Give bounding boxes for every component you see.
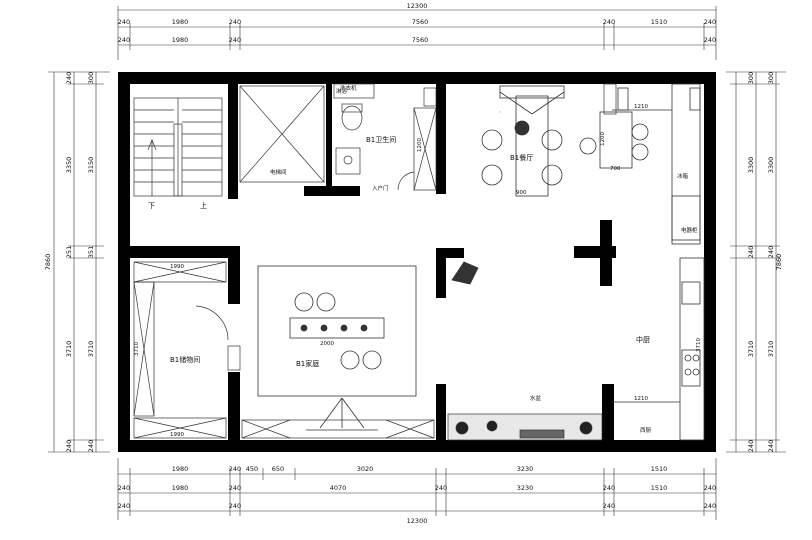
dim-left-mid-4: 240 bbox=[87, 440, 95, 452]
stairs-up-label: 上 bbox=[200, 201, 207, 210]
dim-top2-6: 240 bbox=[704, 18, 716, 26]
dim-bot2-2: 240 bbox=[229, 484, 241, 492]
dim-left-in-4: 240 bbox=[65, 440, 73, 452]
dim-bot3-0: 240 bbox=[118, 502, 130, 510]
dim-left-mid-3: 3710 bbox=[87, 341, 95, 358]
dim-top2-4: 240 bbox=[603, 18, 615, 26]
kitchen-width-label: 700 bbox=[610, 166, 621, 172]
dim-bot2-8: 240 bbox=[704, 484, 716, 492]
washbasin-label: 洗衣机 bbox=[340, 84, 357, 92]
dim-bot2-7: 1510 bbox=[651, 484, 668, 492]
dim-left-in-1: 3350 bbox=[65, 157, 73, 174]
dim-bot1-6: 1510 bbox=[651, 465, 668, 473]
dim-right-mid-2: 240 bbox=[767, 246, 775, 258]
equipment-room-label: 电梯间 bbox=[270, 168, 287, 176]
dim-bot2-1: 1980 bbox=[172, 484, 189, 492]
dim-left-mid-0: 300 bbox=[87, 72, 95, 84]
entry-label: 入户门 bbox=[372, 184, 389, 192]
vertical-dimension-labels: 7860 240 3350 251 3710 240 300 3150 351 … bbox=[44, 72, 783, 452]
fridge-label: 冰箱 bbox=[677, 172, 689, 180]
family-room bbox=[257, 261, 479, 431]
dim-left-in-2: 251 bbox=[65, 246, 73, 258]
dim-bot1-5: 3230 bbox=[517, 465, 534, 473]
dim-bot2-6: 240 bbox=[603, 484, 615, 492]
dim-right-mid-0: 300 bbox=[767, 72, 775, 84]
storage-width2-label: 1990 bbox=[170, 432, 184, 438]
dim-right-in-1: 3300 bbox=[747, 157, 755, 174]
storage-height-label: 3710 bbox=[134, 342, 140, 356]
dim-top3-0: 240 bbox=[118, 36, 130, 44]
dim-bot2-5: 3230 bbox=[517, 484, 534, 492]
sink-label: 水盆 bbox=[530, 394, 542, 402]
interior-walls bbox=[130, 84, 616, 440]
dim-top3-2: 240 bbox=[229, 36, 241, 44]
dim-top3-3: 7560 bbox=[412, 36, 429, 44]
dim-bot1-4: 3020 bbox=[357, 465, 374, 473]
kitchen-fixtures bbox=[612, 109, 705, 441]
family-room-label: B1家庭 bbox=[296, 359, 319, 368]
kitchen-height-label: 3710 bbox=[696, 338, 702, 352]
dim-bot1-1: 240 bbox=[229, 465, 241, 473]
dim-right-mid-1: 3300 bbox=[767, 157, 775, 174]
outer-walls bbox=[118, 72, 716, 452]
dim-left-total: 7860 bbox=[44, 254, 52, 271]
dim-bot-total: 12300 bbox=[407, 517, 428, 525]
dim-top2-5: 1510 bbox=[651, 18, 668, 26]
dim-top3-4: 240 bbox=[704, 36, 716, 44]
dining-area bbox=[481, 83, 701, 245]
dim-right-in-4: 240 bbox=[747, 440, 755, 452]
dimension-lines bbox=[48, 6, 786, 520]
dim-bot1-3: 650 bbox=[272, 465, 284, 473]
dim-bot2-4: 240 bbox=[435, 484, 447, 492]
dining-width-label: 900 bbox=[516, 190, 527, 196]
dim-right-total: 7860 bbox=[775, 254, 783, 271]
dim-right-mid-3: 3710 bbox=[767, 341, 775, 358]
dim-bot3-2: 240 bbox=[603, 502, 615, 510]
dim-bot2-3: 4070 bbox=[330, 484, 347, 492]
bench-label: 1210 bbox=[634, 104, 648, 110]
dim-bot1-0: 1980 bbox=[172, 465, 189, 473]
bath-height-label: 1200 bbox=[417, 138, 423, 152]
dim-left-in-0: 240 bbox=[65, 72, 73, 84]
equipment-room bbox=[239, 85, 325, 183]
dim-left-in-3: 3710 bbox=[65, 341, 73, 358]
table-length-label: 2000 bbox=[320, 341, 334, 347]
storage-room bbox=[133, 261, 241, 439]
stairs-down-label: 下 bbox=[148, 202, 155, 210]
dim-top3-1: 1980 bbox=[172, 36, 189, 44]
dining-label: B1餐厅 bbox=[510, 153, 533, 162]
dim-left-mid-2: 351 bbox=[87, 246, 95, 258]
dim-bot3-3: 240 bbox=[704, 502, 716, 510]
dim-bot1-2: 450 bbox=[246, 465, 258, 473]
bathroom-label: B1卫生间 bbox=[366, 135, 396, 144]
dim-left-mid-1: 3150 bbox=[87, 157, 95, 174]
dim-right-in-2: 240 bbox=[747, 246, 755, 258]
bathroom-fixtures bbox=[333, 83, 437, 191]
storage-width-label: 1990 bbox=[170, 264, 184, 270]
counter-label: 1200 bbox=[600, 132, 606, 146]
bottom-cabinet bbox=[241, 83, 617, 439]
dim-top2-0: 240 bbox=[118, 18, 130, 26]
dim-right-mid-4: 240 bbox=[767, 440, 775, 452]
dim-top-total: 12300 bbox=[407, 2, 428, 10]
dim-top2-3: 7560 bbox=[412, 18, 429, 26]
dim-top2-1: 1980 bbox=[172, 18, 189, 26]
bench2-label: 1210 bbox=[634, 396, 648, 402]
kitchen-label: 中厨 bbox=[636, 335, 650, 344]
oven-label: 电器柜 bbox=[681, 226, 698, 234]
dimension-labels: 12300 240 1980 240 7560 240 1510 240 240… bbox=[118, 2, 716, 525]
west-kitchen-label: 西厨 bbox=[640, 427, 652, 434]
dim-bot3-1: 240 bbox=[229, 502, 241, 510]
dim-right-in-3: 3710 bbox=[747, 341, 755, 358]
shower-label: 淋浴 bbox=[336, 87, 348, 95]
storage-room-label: B1储物间 bbox=[170, 355, 200, 364]
dim-right-in-0: 300 bbox=[747, 72, 755, 84]
dim-top2-2: 240 bbox=[229, 18, 241, 26]
dim-bot2-0: 240 bbox=[118, 484, 130, 492]
staircase bbox=[133, 97, 223, 197]
planter-strip bbox=[447, 413, 603, 441]
